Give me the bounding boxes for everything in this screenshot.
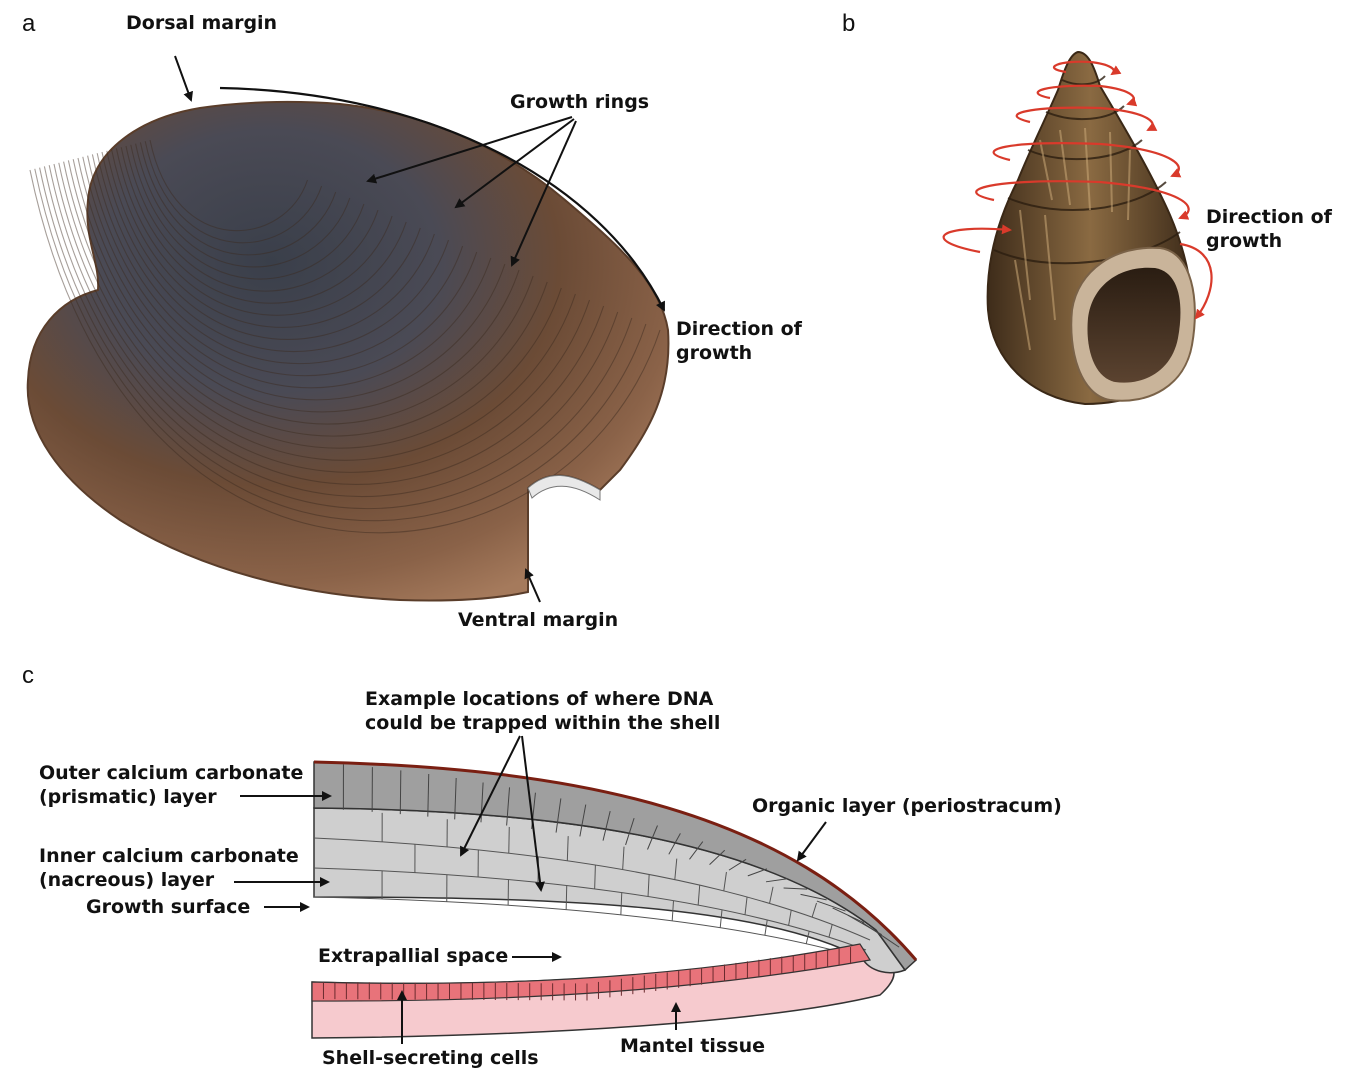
label-growth-surface: Growth surface (86, 896, 250, 918)
label-dna-line2: could be trapped within the shell (365, 712, 720, 734)
label-shell-secreting-cells: Shell-secreting cells (322, 1047, 539, 1069)
snail-shell-illustration (988, 52, 1195, 404)
label-inner-line2: (nacreous) layer (39, 869, 215, 891)
label-direction-snail-line1: Direction of (1206, 206, 1333, 228)
panel-b: b D (842, 10, 1333, 404)
label-mantel-tissue: Mantel tissue (620, 1035, 765, 1057)
label-dorsal-margin: Dorsal margin (126, 12, 277, 34)
label-direction-clam-line2: growth (676, 342, 752, 364)
label-outer-line1: Outer calcium carbonate (39, 762, 303, 784)
panel-letter-a: a (22, 10, 36, 37)
arrow-organic-layer (798, 822, 826, 860)
panel-a: a Dorsal margin Growth rings Direction o… (22, 10, 803, 631)
label-direction-clam-line1: Direction of (676, 318, 803, 340)
panel-c: c Example locations of where DNA could b… (22, 662, 1062, 1069)
clam-shell-illustration (28, 102, 669, 601)
label-direction-snail-line2: growth (1206, 230, 1282, 252)
label-organic-layer: Organic layer (periostracum) (752, 795, 1062, 817)
panel-letter-c: c (22, 662, 34, 689)
label-outer-line2: (prismatic) layer (39, 786, 217, 808)
label-dna-line1: Example locations of where DNA (365, 688, 714, 710)
label-inner-line1: Inner calcium carbonate (39, 845, 299, 867)
label-extrapallial-space: Extrapallial space (318, 945, 508, 967)
panel-letter-b: b (842, 10, 855, 37)
label-ventral-margin: Ventral margin (458, 609, 618, 631)
arrow-dorsal-margin (175, 56, 191, 100)
label-growth-rings: Growth rings (510, 91, 649, 113)
